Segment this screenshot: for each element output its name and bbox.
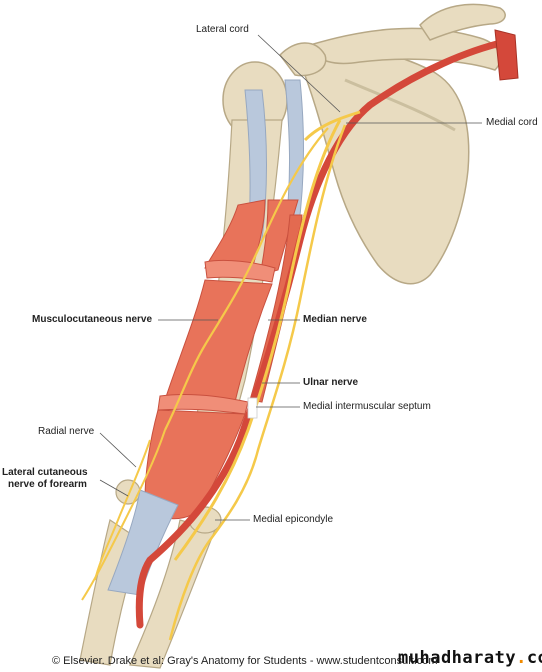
- brand-right: com: [526, 648, 542, 668]
- coracoid: [279, 42, 327, 77]
- brand-left: muhadharaty: [398, 648, 517, 668]
- median-nerve-path: [173, 119, 342, 561]
- label-medial-intermuscular-septum: Medial intermuscular septum: [303, 401, 431, 412]
- label-lateral-cutaneous-line2: nerve of forearm: [8, 479, 87, 490]
- label-medial-epicondyle: Medial epicondyle: [253, 514, 334, 525]
- lateral-epicondyle-shape: [115, 479, 141, 505]
- acromion: [419, 3, 506, 41]
- label-ulnar-nerve: Ulnar nerve: [303, 377, 359, 388]
- label-median-nerve: Median nerve: [303, 314, 367, 325]
- forearm-tendon: [107, 489, 179, 596]
- watermark-brand: muhadharaty.com: [398, 648, 542, 668]
- ulnar-nerve-path: [168, 124, 347, 641]
- label-lateral-cord: Lateral cord: [196, 24, 249, 35]
- radial-nerve-path: [94, 439, 151, 581]
- label-radial-nerve: Radial nerve: [38, 426, 95, 437]
- axillary-brachial-artery: [135, 38, 509, 629]
- brand-dot: .: [516, 648, 527, 668]
- label-lateral-cutaneous-line1: Lateral cutaneous: [2, 467, 88, 478]
- leader-lines: [99, 34, 482, 521]
- forearm-flexors: [144, 409, 246, 520]
- scapula-ridge: [344, 78, 456, 132]
- musculocutaneous-nerve-path: [164, 127, 329, 431]
- lateral-cord-path: [303, 110, 361, 142]
- copyright-credit: © Elsevier. Drake et al: Gray's Anatomy …: [52, 655, 438, 667]
- biceps-band: [204, 259, 276, 283]
- medial-intermuscular-septum-shape: [247, 397, 258, 419]
- artery-cut-end: [494, 29, 519, 81]
- label-medial-cord: Medial cord: [486, 117, 538, 128]
- label-musculocutaneous-nerve: Musculocutaneous nerve: [32, 314, 153, 325]
- biceps-short-head: [259, 199, 299, 276]
